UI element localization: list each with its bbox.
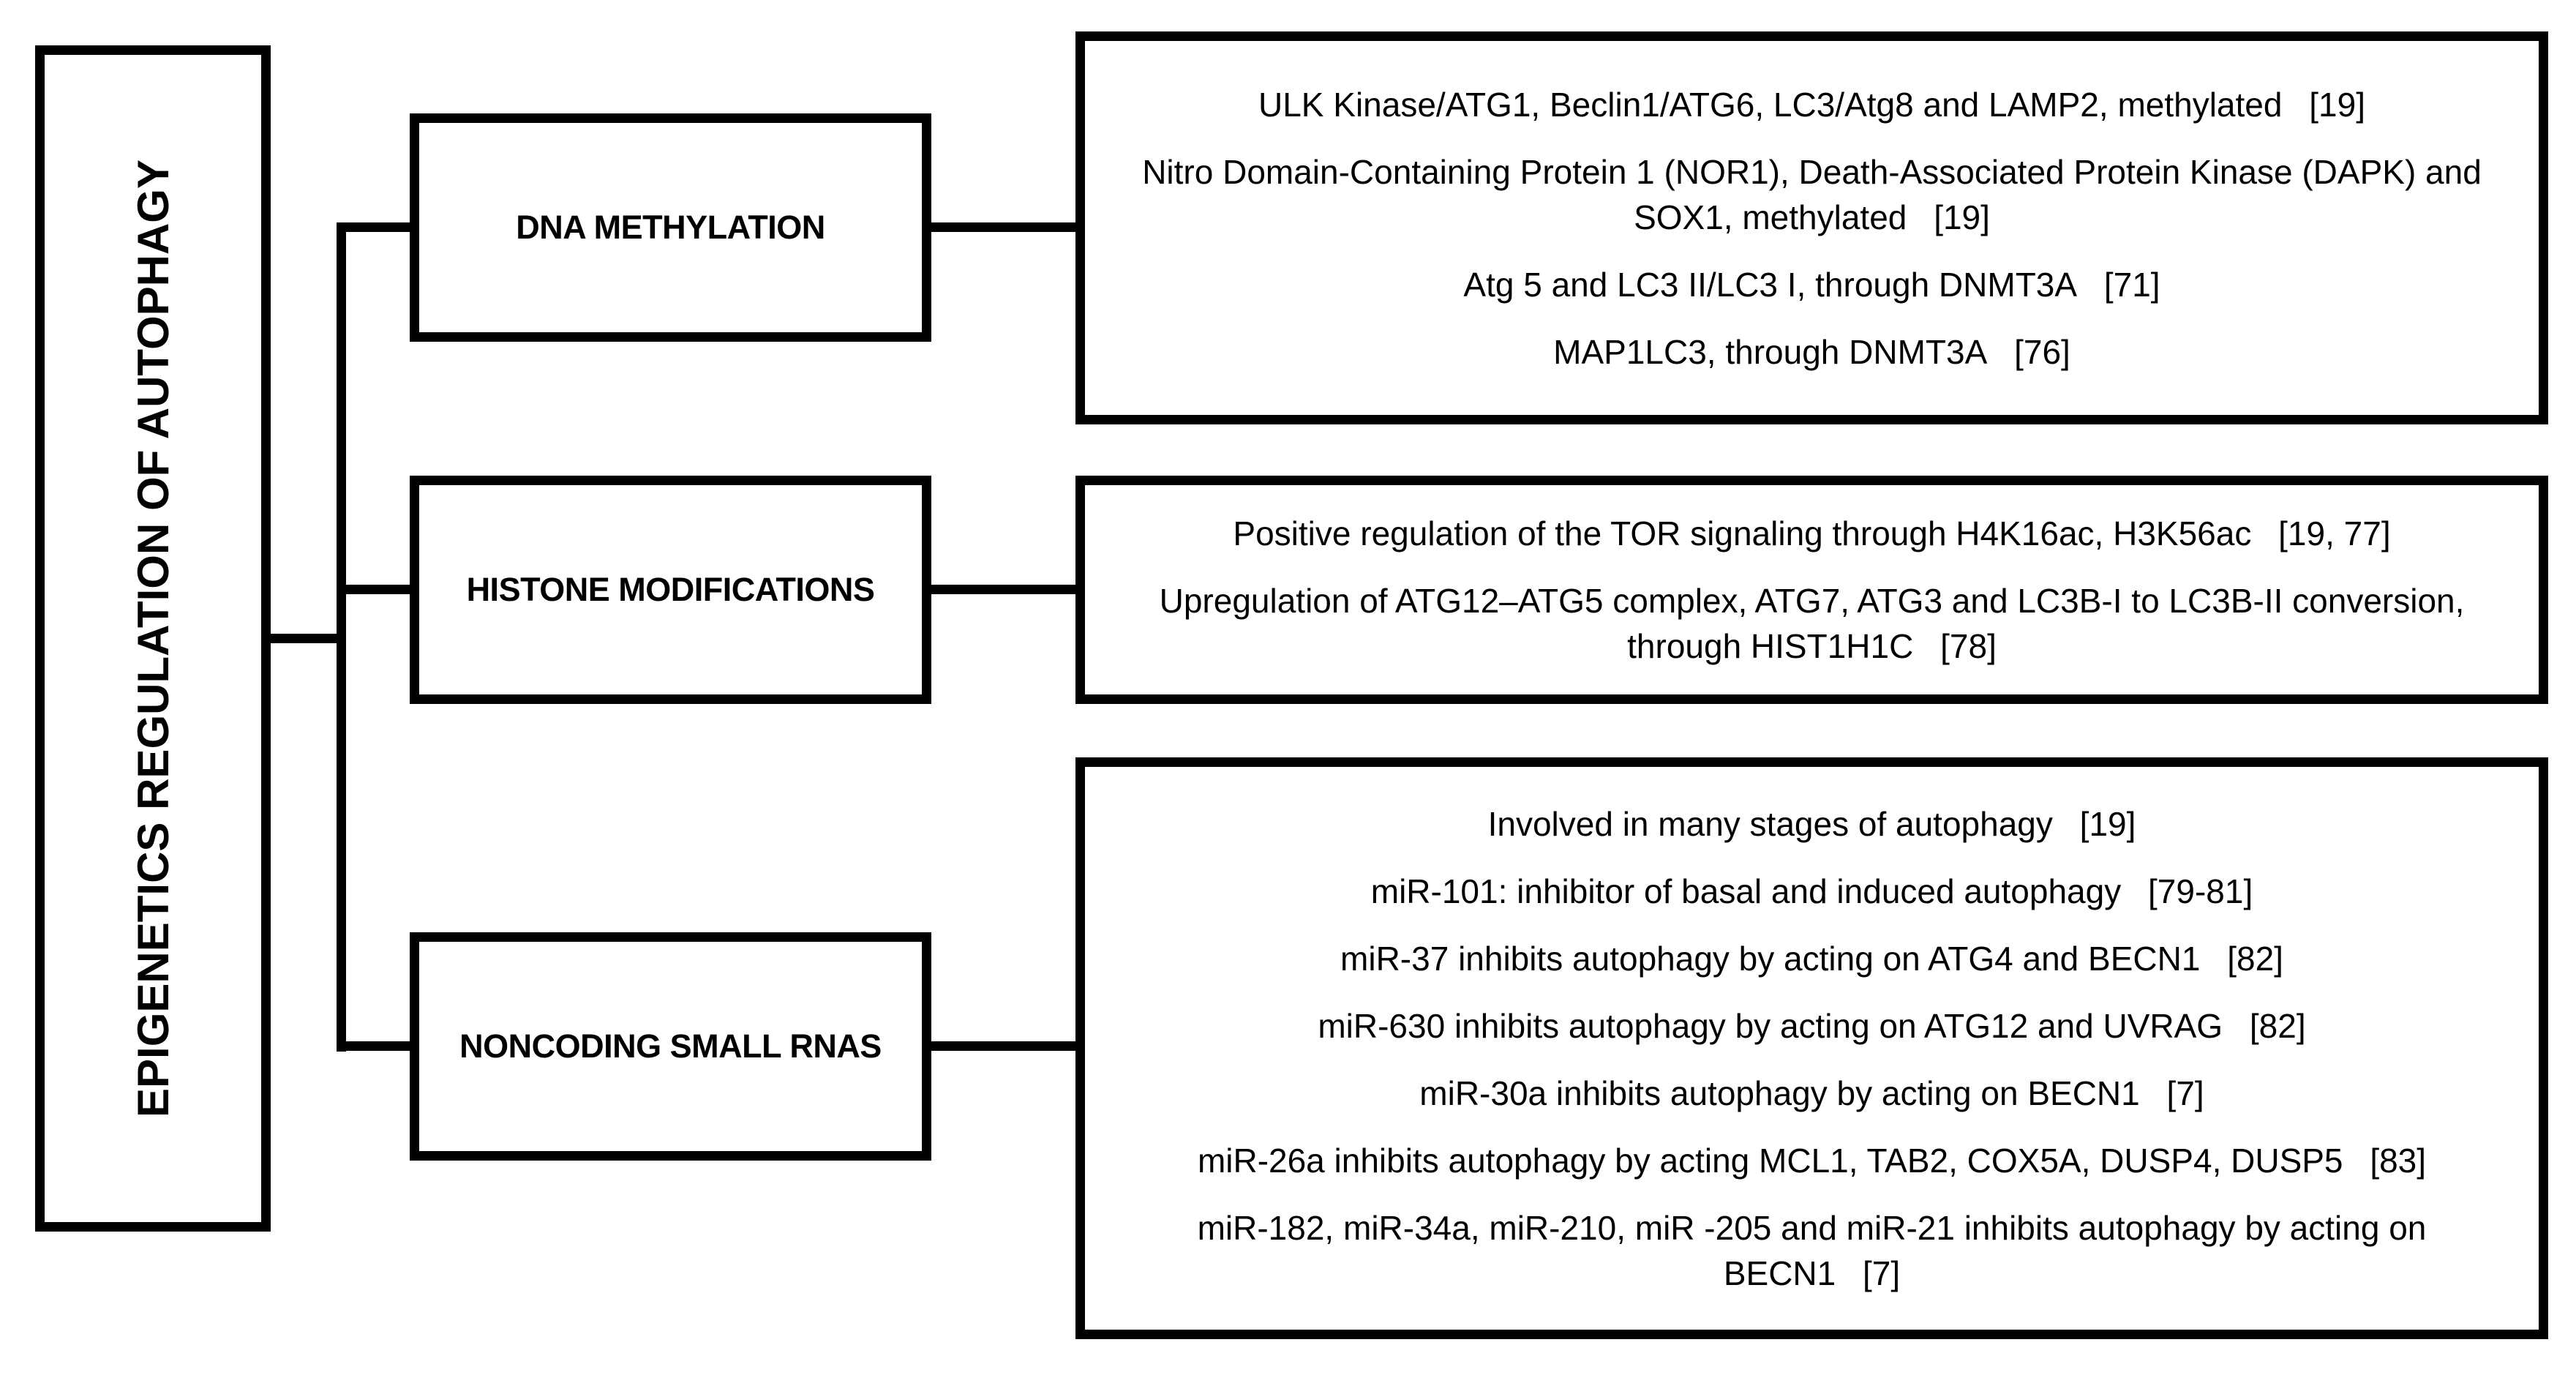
detail-item: Positive regulation of the TOR signaling… [1233,511,2390,556]
branch-label: HISTONE MODIFICATIONS [466,571,875,608]
detail-text: miR-30a inhibits autophagy by acting on … [1419,1074,2140,1112]
detail-item: Nitro Domain-Containing Protein 1 (NOR1)… [1107,149,2517,240]
connector-histone-right [929,585,1075,594]
detail-text: ULK Kinase/ATG1, Beclin1/ATG6, LC3/Atg8 … [1258,85,2283,124]
detail-item: Involved in many stages of autophagy [19] [1488,801,2136,847]
citation: [7] [2166,1074,2204,1112]
citation: [19] [2309,85,2365,124]
detail-item: Upregulation of ATG12–ATG5 complex, ATG7… [1107,578,2517,669]
detail-item: MAP1LC3, through DNMT3A [76] [1553,329,2070,375]
branch-box-noncoding-small-rnas: NONCODING SMALL RNAS [410,932,931,1161]
detail-item: miR-37 inhibits autophagy by acting on A… [1340,936,2283,981]
detail-item: Atg 5 and LC3 II/LC3 I, through DNMT3A [7… [1463,262,2160,307]
detail-text: miR-182, miR-34a, miR-210, miR -205 and … [1197,1208,2427,1292]
connector-trunk [337,222,346,1052]
detail-item: ULK Kinase/ATG1, Beclin1/ATG6, LC3/Atg8 … [1258,82,2365,127]
citation: [71] [2103,265,2160,304]
connector-histone-left [342,585,410,594]
detail-item: miR-101: inhibitor of basal and induced … [1371,869,2253,914]
detail-item: miR-30a inhibits autophagy by acting on … [1419,1071,2204,1116]
detail-text: Nitro Domain-Containing Protein 1 (NOR1)… [1142,152,2482,236]
citation: [7] [1863,1254,1901,1292]
detail-text: Atg 5 and LC3 II/LC3 I, through DNMT3A [1463,265,2078,304]
root-title: EPIGENETICS REGULATION OF AUTOPHAGY [128,160,178,1117]
detail-text: Upregulation of ATG12–ATG5 complex, ATG7… [1159,582,2465,665]
detail-item: miR-630 inhibits autophagy by acting on … [1318,1003,2305,1049]
branch-label: NONCODING SMALL RNAS [459,1027,882,1065]
detail-box-dna-methylation: ULK Kinase/ATG1, Beclin1/ATG6, LC3/Atg8 … [1075,31,2548,424]
citation: [76] [2014,332,2070,371]
branch-box-dna-methylation: DNA METHYLATION [410,113,931,342]
citation: [83] [2370,1141,2427,1180]
detail-text: Involved in many stages of autophagy [1487,804,2053,843]
branch-box-histone-modifications: HISTONE MODIFICATIONS [410,476,931,704]
detail-box-noncoding-small-rnas: Involved in many stages of autophagy [19]… [1075,757,2548,1339]
branch-label: DNA METHYLATION [516,209,825,246]
citation: [78] [1940,627,1997,665]
detail-text: Positive regulation of the TOR signaling… [1233,514,2252,552]
detail-text: miR-37 inhibits autophagy by acting on A… [1340,939,2201,978]
citation: [19] [2079,804,2136,843]
connector-dna-left [342,222,410,232]
detail-text: miR-101: inhibitor of basal and induced … [1370,872,2122,910]
citation: [19] [1934,198,1990,236]
detail-item: miR-26a inhibits autophagy by acting MCL… [1198,1138,2426,1183]
detail-text: MAP1LC3, through DNMT3A [1553,332,1988,371]
connector-noncoding-left [342,1041,410,1051]
detail-box-histone-modifications: Positive regulation of the TOR signaling… [1075,476,2548,704]
connector-dna-right [929,222,1075,232]
citation: [79-81] [2148,872,2253,910]
root-box: EPIGENETICS REGULATION OF AUTOPHAGY [35,45,271,1232]
detail-text: miR-630 inhibits autophagy by acting on … [1318,1006,2223,1045]
connector-noncoding-right [929,1041,1075,1051]
citation: [19, 77] [2278,514,2391,552]
citation: [82] [2249,1006,2306,1045]
detail-item: miR-182, miR-34a, miR-210, miR -205 and … [1107,1205,2517,1296]
detail-text: miR-26a inhibits autophagy by acting MCL… [1197,1141,2343,1180]
connector-root-stub [265,634,342,643]
citation: [82] [2227,939,2283,978]
